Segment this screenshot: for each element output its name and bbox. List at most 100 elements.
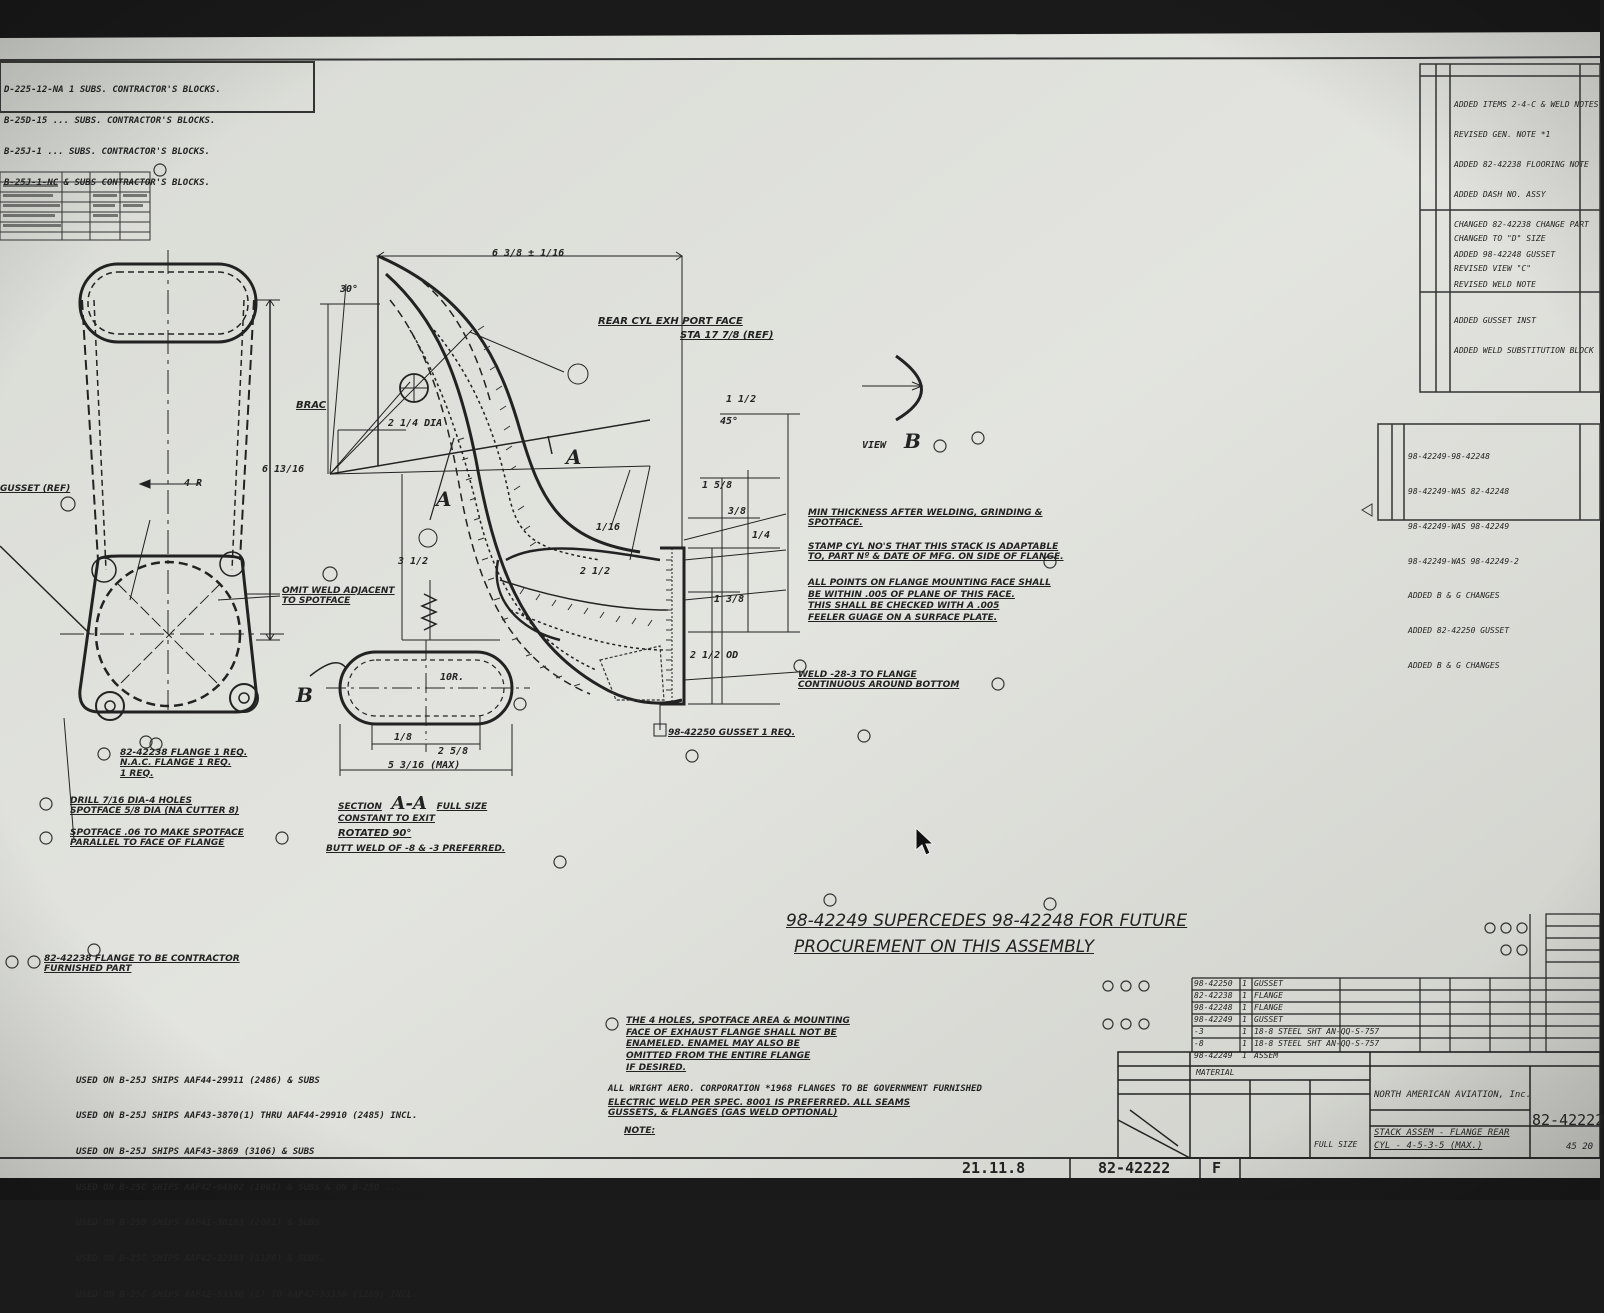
dim-top-width: 6 3/8 ± 1/16	[492, 248, 565, 259]
part-number: -8	[1194, 1039, 1204, 1048]
bottom-code-3: F	[1212, 1159, 1222, 1177]
view-b-arc	[862, 354, 924, 422]
revision-note: ADDED 98-42248 GUSSET	[1454, 250, 1556, 259]
supersede-table	[1377, 423, 1601, 521]
contractor-note: B-25D-15 ... SUBS. CONTRACTOR'S BLOCKS.	[4, 115, 216, 126]
bottom-code-1: 21.11.8	[962, 1159, 1026, 1177]
bottom-code-2: 82-42222	[1098, 1159, 1171, 1177]
revision-notes-3: ADDED GUSSET INST ADDED WELD SUBSTITUTIO…	[1454, 296, 1594, 366]
usage-note: USED ON B-25J SHIPS AAF43-3869 (3106) & …	[76, 1147, 315, 1157]
part-number: 98-42248	[1194, 1003, 1233, 1012]
company-name: NORTH AMERICAN AVIATION, Inc.	[1374, 1090, 1532, 1100]
mouse-cursor-icon	[915, 826, 935, 856]
dim-two-five-eight: 2 5/8	[438, 746, 469, 757]
drill-note: DRILL 7/16 DIA-4 HOLES SPOTFACE 5/8 DIA …	[70, 796, 240, 817]
section-b-letter: B	[296, 683, 313, 707]
part-qty: 1	[1242, 1039, 1247, 1048]
supersedes-line-2: PROCUREMENT ON THIS ASSEMBLY	[794, 937, 1095, 957]
dim-thirty: 30°	[340, 284, 359, 295]
flange-contractor-note: 82-42238 FLANGE TO BE CONTRACTOR FURNISH…	[44, 954, 240, 975]
omit-weld-note: OMIT WELD ADJACENT TO SPOTFACE	[282, 586, 395, 607]
dim-forty-five: 45°	[720, 416, 739, 427]
supersede-note: ADDED B & G CHANGES	[1408, 660, 1500, 670]
revision-table	[1419, 63, 1601, 393]
gusset-bottom-note: 98-42250 GUSSET 1 REQ.	[668, 728, 796, 738]
dim-two-od: 2 1/2 OD	[690, 650, 739, 661]
drawing-title-2: CYL - 4-5-3-5 (MAX.)	[1374, 1141, 1483, 1151]
parts-row: -3 1 18-8 STEEL SHT AN-QQ-S-757	[1194, 1027, 1379, 1039]
scale-label: FULL SIZE	[1314, 1140, 1358, 1149]
section-a-lower: A	[436, 487, 452, 511]
dim-one-half: 1 1/2	[726, 394, 757, 405]
material-label: MATERIAL	[1196, 1068, 1235, 1077]
revision-notes: ADDED ITEMS 2-4-C & WELD NOTES REVISED G…	[1454, 80, 1599, 300]
revision-note: CHANGED 82-42238 CHANGE PART	[1454, 220, 1589, 229]
supersede-note: 98-42249-WAS 98-42249-2	[1408, 556, 1519, 566]
dim-one-eighth: 1/8	[394, 732, 413, 743]
part-qty: 1	[1242, 1003, 1247, 1012]
flange-front-view	[0, 250, 290, 841]
section-aa-word: SECTION	[338, 802, 382, 812]
revision-note: ADDED 82-42238 FLOORING NOTE	[1454, 160, 1589, 169]
dim-five-three-sixteen: 5 3/16 (MAX)	[388, 760, 461, 771]
note-label: NOTE:	[624, 1126, 656, 1136]
weld-note: WELD -28-3 TO FLANGE CONTINUOUS AROUND B…	[798, 670, 960, 691]
part-number: -3	[1194, 1027, 1204, 1036]
supersede-note: 98-42249-98-42248	[1408, 452, 1490, 462]
supersede-note: 98-42249-WAS 82-42248	[1408, 486, 1510, 496]
contractor-note: B-25J-1-NC & SUBS CONTRACTOR'S BLOCKS.	[4, 177, 210, 188]
drawing-number: 82-42222	[1532, 1111, 1604, 1129]
part-qty: 1	[1242, 1051, 1247, 1060]
small-table-top-left	[0, 171, 151, 241]
revision-note: ADDED WELD SUBSTITUTION BLOCK	[1454, 346, 1594, 355]
section-aa-full-size: FULL SIZE	[436, 802, 488, 812]
drawing-photo: D-225-12-NA 1 SUBS. CONTRACTOR'S BLOCKS.…	[0, 0, 1601, 1200]
part-qty: 1	[1242, 1027, 1247, 1036]
rear-cyl-label: REAR CYL EXH PORT FACE	[598, 316, 743, 327]
view-b-label: VIEW	[862, 440, 887, 451]
revision-notes-2: CHANGED TO "D" SIZE REVISED VIEW "C"	[1454, 214, 1578, 284]
parts-list-lines	[1191, 913, 1601, 1053]
stack-side-view	[320, 251, 800, 706]
usage-notes: USED ON B-25J SHIPS AAF44-29911 (2486) &…	[76, 1052, 417, 1313]
supersedes-line-1: 98-42249 SUPERCEDES 98-42248 FOR FUTURE	[786, 911, 1188, 931]
supersede-notes: 98-42249-98-42248 98-42249-WAS 82-42248 …	[1408, 428, 1578, 683]
contractor-note: D-225-12-NA 1 SUBS. CONTRACTOR'S BLOCKS.	[4, 84, 221, 95]
part-number: 98-42249	[1194, 1051, 1233, 1060]
revision-note: ADDED GUSSET INST	[1454, 316, 1536, 325]
spotface-note: SPOTFACE .06 TO MAKE SPOTFACE PARALLEL T…	[70, 828, 244, 849]
parts-row: 98-42248 1 FLANGE	[1194, 1003, 1283, 1015]
part-name: GUSSET	[1254, 979, 1283, 988]
contractor-block-box	[0, 61, 315, 113]
dim-three-eight: 3/8	[728, 506, 747, 517]
part-qty: 1	[1242, 979, 1247, 988]
view-b-letter: B	[904, 429, 921, 453]
note-circles	[5, 163, 1528, 1031]
small-table-fill	[3, 184, 147, 227]
stamp-note: STAMP CYL NO'S THAT THIS STACK IS ADAPTA…	[808, 542, 1064, 563]
part-number: 82-42238	[1194, 991, 1233, 1000]
section-a-upper: A	[566, 445, 582, 469]
station-label: STA 17 7/8 (REF)	[680, 330, 774, 341]
dim-one-quarter: 1/4	[752, 530, 771, 541]
section-aa-constant: CONSTANT TO EXIT	[338, 814, 435, 824]
usage-note: USED ON B-25J SHIPS AAF44-29911 (2486) &…	[76, 1075, 320, 1086]
usage-note: USED ON B-25C SHIPS AAF42-64502 (1001) &…	[76, 1182, 402, 1193]
supersede-note: ADDED B & G CHANGES	[1408, 591, 1500, 601]
usage-note: USED ON B-25D SHIPS AAF41-30163 (2001) &…	[76, 1218, 326, 1229]
part-name: FLANGE	[1254, 1003, 1283, 1012]
bottom-strip	[1069, 1158, 1241, 1178]
section-aa-rotated: ROTATED 90°	[338, 828, 412, 839]
part-qty: 1	[1242, 1015, 1247, 1024]
section-aa-letters: A-A	[391, 793, 427, 814]
revision-note: REVISED GEN. NOTE *1	[1454, 130, 1551, 139]
butt-weld-note: BUTT WELD OF -8 & -3 PREFERRED.	[326, 844, 506, 854]
dim-three-half: 3 1/2	[398, 556, 429, 567]
section-aa-title: SECTION A-A FULL SIZE	[338, 793, 488, 815]
dim-one-three-eight: 1 3/8	[714, 594, 745, 605]
dim-two-dia: 2 1/4 DIA	[388, 418, 443, 429]
part-name: 18-8 STEEL SHT AN-QQ-S-757	[1254, 1027, 1380, 1036]
revision-note: ADDED DASH NO. ASSY	[1454, 190, 1546, 199]
